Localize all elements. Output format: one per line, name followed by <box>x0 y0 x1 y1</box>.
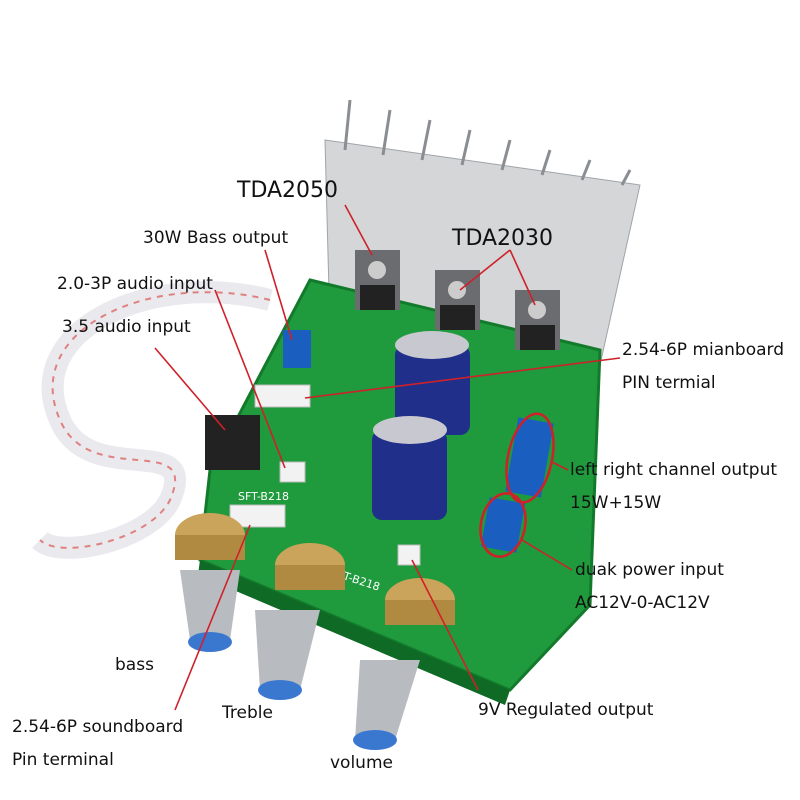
tda2050-chip <box>355 250 400 310</box>
power-terminal <box>480 497 526 553</box>
audio-3p-connector <box>279 461 306 483</box>
label-power-input: duak power input <box>575 560 724 580</box>
capacitor-large-2 <box>372 416 447 520</box>
label-bass-output: 30W Bass output <box>143 228 289 248</box>
board-marking: SFT-B218 <box>238 490 289 503</box>
label-bass: bass <box>115 655 154 675</box>
label-mainboard-pin: 2.54-6P mianboard <box>622 340 785 360</box>
label-regulated-output: 9V Regulated output <box>478 700 654 720</box>
label-channel-output: left right channel output <box>570 460 778 480</box>
speaker-terminal <box>505 417 554 498</box>
label-power-input-2: AC12V-0-AC12V <box>575 593 710 613</box>
bass-output-terminal <box>283 330 311 368</box>
label-channel-output-2: 15W+15W <box>570 493 662 513</box>
regulated-output-connector <box>397 544 421 566</box>
treble-knob <box>255 543 345 700</box>
soundboard-pin-connector <box>229 504 286 528</box>
label-audio-input-35: 3.5 audio input <box>62 317 191 337</box>
audio-jack <box>205 415 260 470</box>
label-audio-input-3p: 2.0-3P audio input <box>57 274 213 294</box>
label-soundboard-pin-2: Pin terminal <box>12 750 114 770</box>
label-tda2030: TDA2030 <box>452 226 554 251</box>
label-mainboard-pin-2: PIN termial <box>622 373 716 393</box>
label-treble: Treble <box>222 703 273 723</box>
capacitor-large-1 <box>395 331 470 435</box>
tda2030-chip-right <box>515 290 560 350</box>
annotation-arrows <box>154 204 621 711</box>
mainboard-pin-connector <box>254 384 311 408</box>
bass-knob <box>175 513 245 652</box>
label-tda2050: TDA2050 <box>237 178 339 203</box>
label-volume: volume <box>330 753 393 773</box>
label-soundboard-pin: 2.54-6P soundboard <box>12 717 184 737</box>
